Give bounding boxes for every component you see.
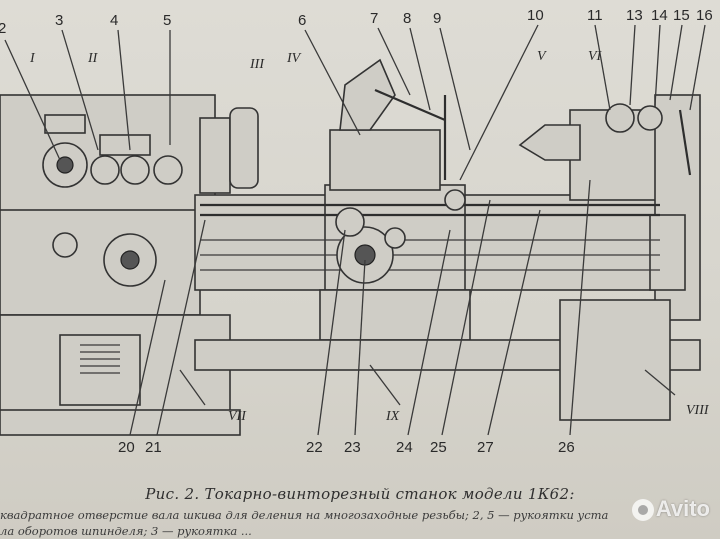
label-11: 11 (587, 7, 603, 24)
tailstock-lever (678, 109, 692, 176)
vent-slots (80, 344, 120, 374)
label-15: 15 (673, 7, 690, 24)
label-4: 4 (110, 12, 118, 29)
label-26: 26 (558, 439, 575, 456)
label-9: 9 (433, 10, 441, 27)
label-6: 6 (298, 12, 306, 29)
apron-dial (335, 207, 365, 237)
label-roman-VI: VI (588, 49, 603, 64)
label-13: 13 (626, 7, 643, 24)
label-24: 24 (396, 439, 413, 456)
label-roman-VII: VII (228, 409, 247, 424)
label-3: 3 (55, 12, 63, 29)
left-foot (0, 409, 241, 436)
gearbox-body (0, 209, 201, 316)
label-roman-I: I (29, 51, 36, 66)
apron-lower (319, 289, 471, 341)
dial-1-hub (56, 156, 74, 174)
label-8: 8 (403, 10, 411, 27)
label-7: 7 (370, 10, 378, 27)
label-14: 14 (651, 7, 668, 24)
leader-lines (4, 24, 706, 436)
label-roman-III: III (249, 57, 265, 72)
tailstock-handle (637, 105, 663, 131)
gearbox-side (199, 117, 231, 194)
label-roman-IV: IV (286, 51, 302, 66)
watermark-text: Avito (655, 496, 710, 521)
dial-4 (153, 155, 183, 185)
label-10: 10 (527, 7, 544, 24)
figure-caption: Рис. 2. Токарно-винторезный станок модел… (145, 485, 575, 503)
plate-2 (99, 134, 151, 156)
label-5: 5 (163, 12, 171, 29)
dial-2 (90, 155, 120, 185)
apron-knob (384, 227, 406, 249)
label-25: 25 (430, 439, 447, 456)
knob-left (52, 232, 78, 258)
label-16: 16 (696, 7, 713, 24)
carriage-knob (444, 189, 466, 211)
right-cabinet (559, 299, 671, 421)
label-21: 21 (145, 439, 162, 456)
plate-1 (44, 114, 86, 134)
left-cabinet-panel (59, 334, 141, 406)
tailstock-clamp (649, 214, 686, 291)
figure-legend-line-2: ла оборотов шпинделя; 3 — рукоятка ... (0, 524, 252, 538)
dial-3 (120, 155, 150, 185)
avito-logo-icon (631, 499, 654, 522)
lathe-drawing: 2 3 4 5 6 7 8 9 10 11 13 14 15 16 20 21 … (0, 7, 713, 456)
label-roman-VIII: VIII (686, 403, 710, 418)
label-22: 22 (306, 439, 323, 456)
tailstock-wheel (605, 103, 635, 133)
label-2: 2 (0, 20, 6, 37)
feed-dial-hub (120, 250, 140, 270)
chuck (229, 107, 259, 189)
tool-lever (374, 88, 446, 122)
carriage (329, 129, 441, 191)
tool-post (339, 58, 396, 131)
label-27: 27 (477, 439, 494, 456)
label-roman-V: V (537, 49, 547, 64)
figure-legend-line-1: квадратное отверстие вала шкива для деле… (0, 508, 609, 522)
label-roman-IX: IX (385, 409, 400, 424)
watermark: Avito (631, 496, 710, 522)
label-20: 20 (118, 439, 135, 456)
tailstock-quill (518, 124, 581, 161)
label-roman-II: II (87, 51, 99, 66)
label-23: 23 (344, 439, 361, 456)
